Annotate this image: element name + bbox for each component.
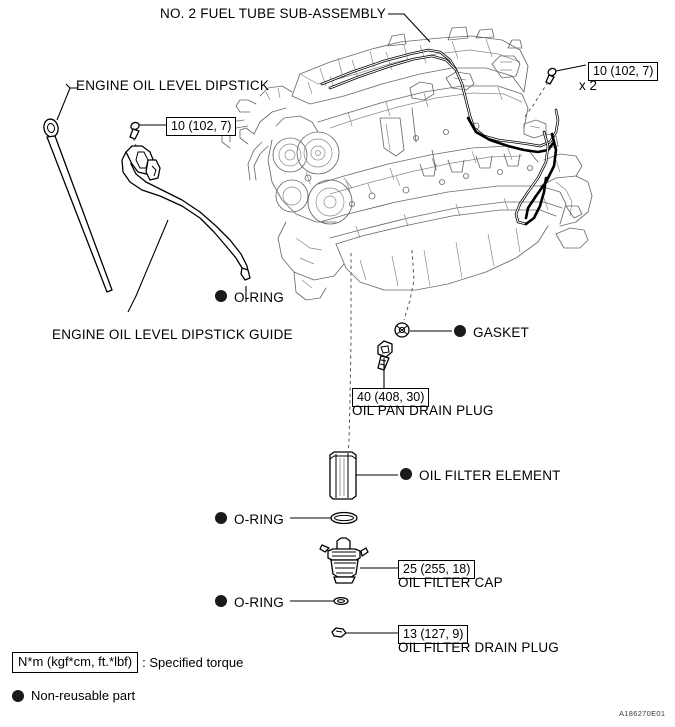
oil-pan-drain-plug-part	[377, 340, 393, 390]
fuel-tube-bolt-part	[523, 64, 587, 119]
label-o-ring-3: O-RING	[234, 595, 284, 610]
torque-box-oil-filter-drain-plug: 13 (127, 9)	[398, 625, 469, 644]
torque-box-dipstick-guide-bolt: 10 (102, 7)	[166, 117, 237, 136]
label-oil-filter-element: OIL FILTER ELEMENT	[419, 468, 561, 483]
legend-non-reusable-part: Non-reusable part	[12, 688, 135, 703]
plate-code: A186270E01	[619, 709, 666, 718]
torque-box-oil-pan-drain-plug: 40 (408, 30)	[352, 388, 430, 407]
engine-oil-level-dipstick-part	[43, 83, 113, 293]
non-reusable-dot-oil-filter-element	[400, 468, 412, 480]
non-reusable-dot-o-ring-1	[215, 290, 227, 302]
fuel-tube-sub-assembly-part	[320, 48, 560, 226]
leader-fuel-tube	[388, 13, 431, 43]
legend-specified-torque: N*m (kgf*cm, ft.*lbf) : Specified torque	[12, 652, 244, 674]
legend-torque-unit-description: : Specified torque	[142, 655, 244, 671]
label-engine-oil-level-dipstick: ENGINE OIL LEVEL DIPSTICK	[76, 78, 270, 93]
label-fuel-tube-bolt-quantity: x 2	[579, 78, 598, 93]
label-oil-pan-drain-plug: OIL PAN DRAIN PLUG	[352, 403, 494, 418]
label-no2-fuel-tube-sub-assembly: NO. 2 FUEL TUBE SUB-ASSEMBLY	[160, 6, 386, 21]
torque-box-fuel-tube-bolt: 10 (102, 7)	[588, 62, 659, 81]
engine-oil-level-dipstick-guide-part	[121, 145, 251, 313]
label-gasket: GASKET	[473, 325, 529, 340]
label-oil-filter-drain-plug: OIL FILTER DRAIN PLUG	[398, 640, 559, 655]
label-engine-oil-level-dipstick-guide: ENGINE OIL LEVEL DIPSTICK GUIDE	[52, 327, 293, 342]
o-ring-small-part	[290, 596, 349, 606]
label-o-ring-2: O-RING	[234, 512, 284, 527]
legend-torque-unit-box: N*m (kgf*cm, ft.*lbf)	[12, 652, 139, 674]
non-reusable-dot-legend-icon	[12, 689, 24, 702]
legend-non-reusable-text: Non-reusable part	[31, 688, 136, 703]
gasket-part	[394, 322, 452, 338]
oil-filter-element-part	[329, 451, 398, 500]
non-reusable-dot-o-ring-2	[215, 512, 227, 524]
label-o-ring-1: O-RING	[234, 290, 284, 305]
oil-filter-drain-plug-part	[331, 627, 398, 638]
engine-assembly-illustration	[221, 26, 593, 301]
label-oil-filter-cap: OIL FILTER CAP	[398, 575, 503, 590]
o-ring-large-part	[290, 511, 358, 525]
torque-box-oil-filter-cap: 25 (255, 18)	[398, 560, 476, 579]
dashed-guides	[347, 249, 415, 456]
non-reusable-dot-o-ring-3	[215, 595, 227, 607]
oil-filter-cap-part	[319, 537, 398, 584]
non-reusable-dot-gasket	[454, 325, 466, 337]
